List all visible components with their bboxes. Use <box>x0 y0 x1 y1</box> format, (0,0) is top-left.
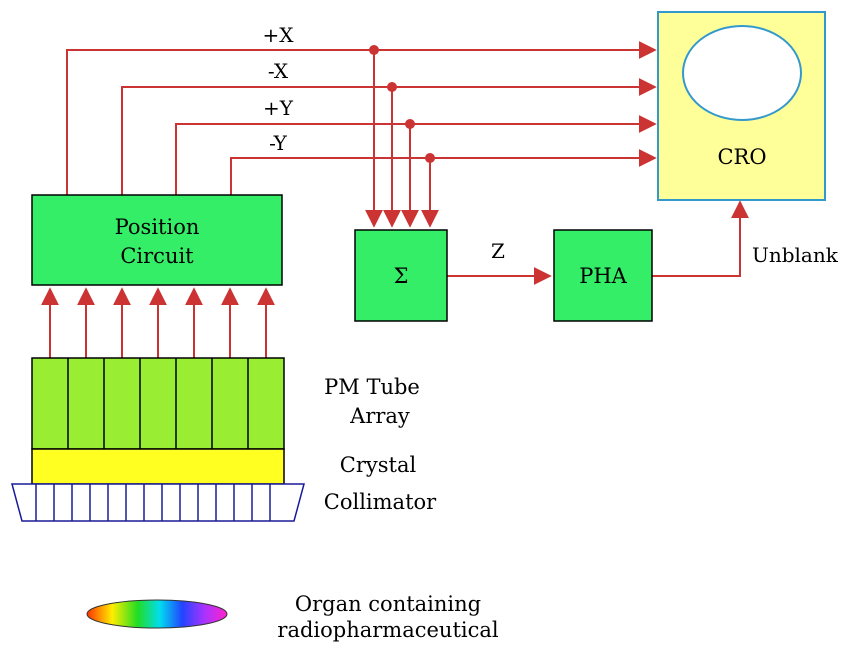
organ-label-line2: radiopharmaceutical <box>277 618 498 642</box>
summing-block: Σ <box>355 230 447 321</box>
unblank-label: Unblank <box>752 243 839 267</box>
plus-y-junction <box>405 119 415 129</box>
collimator-label: Collimator <box>324 490 437 514</box>
pm-tube-outputs <box>50 289 266 358</box>
minus-x-label: -X <box>268 59 289 83</box>
junction-dots <box>369 45 435 163</box>
position-circuit-block: Position Circuit <box>32 195 282 285</box>
cro-label: CRO <box>717 145 766 169</box>
minus-x-junction <box>387 82 397 92</box>
organ-label-line1: Organ containing <box>295 592 481 616</box>
pm-tube-label-line1: PM Tube <box>324 375 420 399</box>
minus-y-wire <box>231 158 655 195</box>
plus-y-label: +Y <box>263 96 294 120</box>
plus-x-wire <box>67 50 655 195</box>
plus-x-junction <box>369 45 379 55</box>
position-circuit-label-line1: Position <box>115 215 200 239</box>
plus-y-wire <box>176 124 655 195</box>
plus-x-label: +X <box>263 23 295 47</box>
crystal-layer <box>32 449 284 484</box>
minus-y-junction <box>425 153 435 163</box>
z-label: Z <box>491 239 505 263</box>
minus-x-wire <box>122 87 655 195</box>
pha-label: PHA <box>579 264 627 288</box>
unblank-wire <box>652 202 740 276</box>
organ-ellipse <box>87 600 227 628</box>
collimator <box>12 484 304 521</box>
minus-y-label: -Y <box>269 131 288 155</box>
cro-screen <box>683 26 801 120</box>
pha-block: PHA <box>554 230 652 321</box>
position-circuit-label-line2: Circuit <box>120 244 194 268</box>
cro-display: CRO <box>658 12 825 200</box>
pm-tube-array <box>32 358 284 449</box>
sum-label: Σ <box>394 264 409 288</box>
pm-tube-label-line2: Array <box>349 404 410 428</box>
crystal-label: Crystal <box>340 453 417 477</box>
